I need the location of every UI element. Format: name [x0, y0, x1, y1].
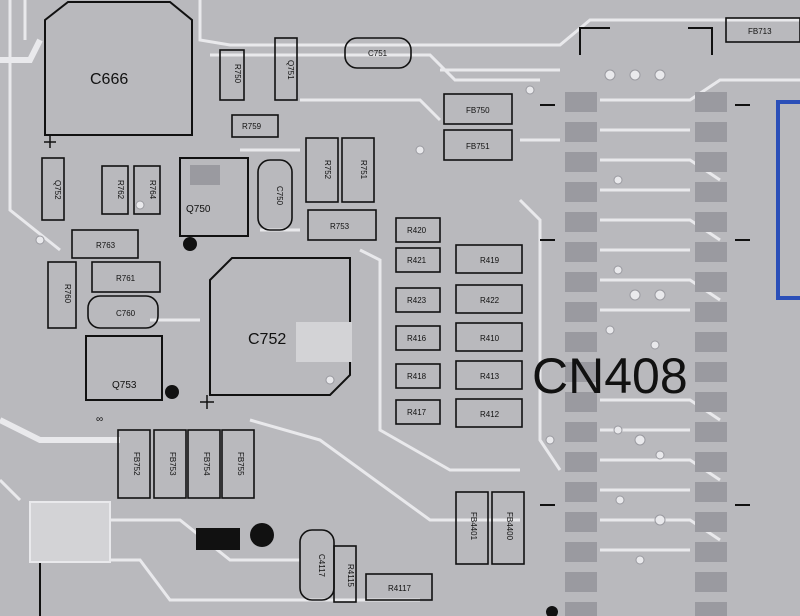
q753-outline	[85, 335, 163, 401]
r417-label: R417	[407, 408, 427, 417]
fb754-label: FB754	[202, 452, 211, 476]
svg-text:∞: ∞	[96, 414, 103, 425]
c760-outline	[87, 295, 159, 329]
connector-label: CN408	[532, 348, 688, 404]
r761-label: R761	[116, 274, 136, 283]
vias	[35, 69, 666, 565]
fb752-label: FB752	[132, 452, 141, 476]
r421-label: R421	[407, 256, 427, 265]
fb751-label: FB751	[466, 142, 490, 151]
c752-outline	[209, 257, 351, 396]
r413-label: R413	[480, 372, 500, 381]
fb753-label: FB753	[168, 452, 177, 476]
r422-label: R422	[480, 296, 500, 305]
c4117-label: C4117	[317, 554, 326, 578]
r410-label: R410	[480, 334, 500, 343]
r753-label: R753	[330, 222, 350, 231]
r760-label: R760	[63, 284, 72, 304]
q752-label: Q752	[53, 180, 62, 200]
fb755-label: FB755	[236, 452, 245, 476]
c750-label: C750	[275, 186, 284, 206]
r4117-label: R4117	[388, 584, 412, 593]
q750-outline	[179, 157, 249, 237]
q752-outline	[41, 157, 65, 221]
q751-outline	[274, 37, 298, 101]
connector-highlight	[776, 100, 800, 300]
fb750-label: FB750	[466, 106, 490, 115]
c666-outline	[44, 1, 193, 136]
r763-label: R763	[96, 241, 116, 250]
c4117-outline	[299, 529, 335, 601]
c666-label: C666	[90, 71, 128, 88]
r752-label: R752	[323, 160, 332, 180]
c750-outline	[257, 159, 293, 231]
connector-pads	[540, 92, 750, 616]
connector-outline-right	[688, 27, 713, 55]
r418-label: R418	[407, 372, 427, 381]
connector-outline	[579, 27, 610, 55]
r751-label: R751	[359, 160, 368, 180]
q751-label: Q751	[286, 60, 295, 80]
c751-label: C751	[368, 49, 388, 58]
r762-label: R762	[116, 180, 125, 200]
fb713-label: FB713	[748, 27, 772, 36]
r416-label: R416	[407, 334, 427, 343]
q753-label: Q753	[112, 380, 137, 391]
c751-outline	[344, 37, 412, 69]
r419-label: R419	[480, 256, 500, 265]
r420-label: R420	[407, 226, 427, 235]
r764-label: R764	[148, 180, 157, 200]
c752-label: C752	[248, 331, 286, 348]
r412-label: R412	[480, 410, 500, 419]
r4115-label: R4115	[346, 564, 355, 588]
fb4400-label: FB4400	[505, 512, 514, 541]
fb4401-label: FB4401	[469, 512, 478, 541]
r423-label: R423	[407, 296, 427, 305]
r759-label: R759	[242, 122, 262, 131]
c760-label: C760	[116, 309, 136, 318]
copper-traces	[0, 0, 800, 602]
r750-label: R750	[233, 64, 242, 84]
q750-label: Q750	[186, 204, 211, 215]
